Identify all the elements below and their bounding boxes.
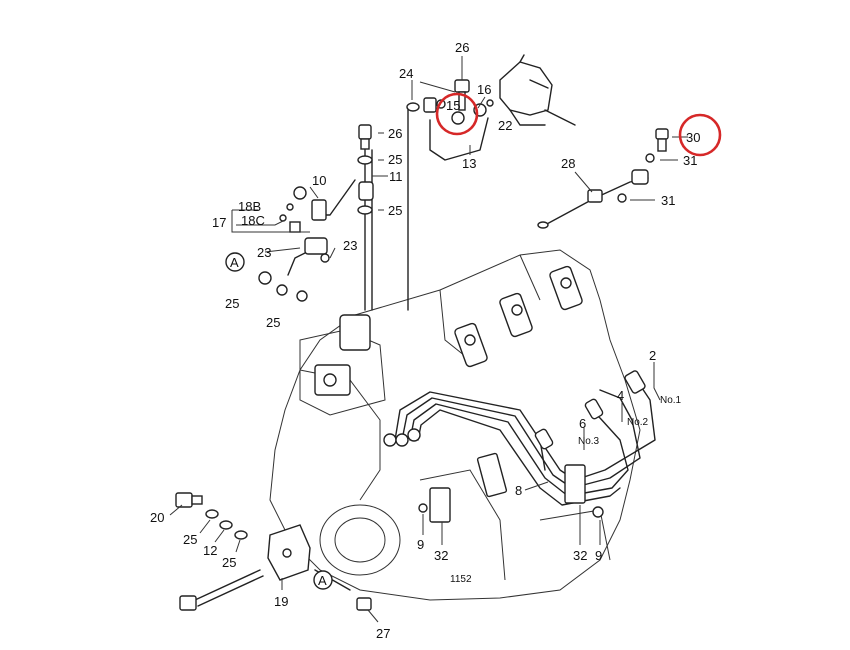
label-32-left: 32 [434, 548, 448, 563]
leak-off-pipe [537, 128, 669, 229]
label-12: 12 [203, 543, 217, 558]
label-18c: 18C [241, 213, 265, 228]
fuel-return-lines [258, 109, 489, 311]
label-25-f: 25 [222, 555, 236, 570]
label-19: 19 [274, 594, 288, 609]
label-25-a: 25 [388, 152, 402, 167]
label-8: 8 [515, 483, 522, 498]
label-25-c: 25 [225, 296, 239, 311]
label-24: 24 [399, 66, 413, 81]
label-9-right: 9 [595, 548, 602, 563]
label-25-b: 25 [388, 203, 402, 218]
lower-bracket-assembly [175, 492, 372, 611]
reference-markers: A A [225, 252, 333, 590]
marker-a-lower: A [318, 573, 327, 588]
injector-nozzles [534, 370, 646, 450]
label-32-right: 32 [573, 548, 587, 563]
label-11: 11 [389, 169, 403, 184]
injection-pump [314, 265, 583, 447]
label-26-top: 26 [455, 40, 469, 55]
label-10: 10 [312, 173, 326, 188]
label-25-d: 25 [266, 315, 280, 330]
label-2: 2 [649, 348, 656, 363]
engine-block-outline: 1152 [269, 249, 641, 601]
highlight-part-15 [435, 92, 479, 136]
marker-a-upper: A [230, 255, 239, 270]
label-no2: No.2 [627, 417, 649, 428]
part-labels: 26 24 15 16 22 13 26 25 11 25 10 18B 18C… [150, 40, 700, 641]
label-28: 28 [561, 156, 575, 171]
label-no3: No.3 [578, 436, 600, 447]
label-31-b: 31 [661, 193, 675, 208]
label-20: 20 [150, 510, 164, 525]
block-casting-mark: 1152 [450, 574, 472, 585]
label-23-b: 23 [343, 238, 357, 253]
label-17: 17 [212, 215, 226, 230]
pipe-clamps [418, 452, 604, 523]
label-9-left: 9 [417, 537, 424, 552]
banjo-bolts-washers [357, 79, 494, 215]
injection-pipes [394, 381, 656, 506]
label-13: 13 [462, 156, 476, 171]
label-22: 22 [498, 118, 512, 133]
label-no1: No.1 [660, 395, 682, 406]
label-23-a: 23 [257, 245, 271, 260]
label-18b: 18B [238, 199, 261, 214]
label-6: 6 [579, 416, 586, 431]
highlight-markers [435, 92, 722, 157]
label-26-left: 26 [388, 126, 402, 141]
label-25-e: 25 [183, 532, 197, 547]
highlight-part-30 [678, 113, 722, 157]
fuel-feed-pump [499, 54, 576, 126]
label-4: 4 [617, 388, 624, 403]
label-16: 16 [477, 82, 491, 97]
label-15: 15 [446, 98, 460, 113]
label-30: 30 [686, 130, 700, 145]
leader-lines [169, 56, 688, 623]
label-27: 27 [376, 626, 390, 641]
label-31-a: 31 [683, 153, 697, 168]
